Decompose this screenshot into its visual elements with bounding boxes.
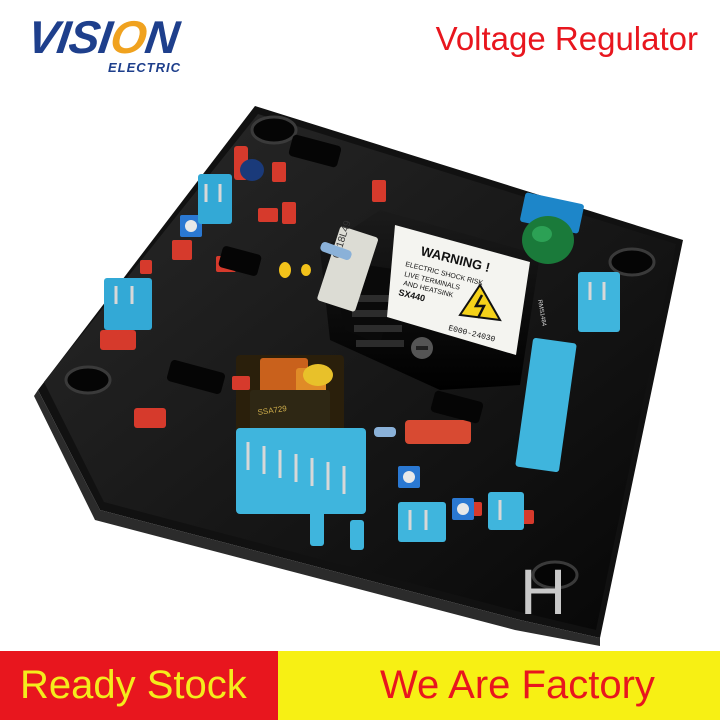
ready-stock-text: Ready Stock (20, 663, 247, 707)
mounting-holes (64, 115, 656, 590)
warning-label: WARNING ! ELECTRIC SHOCK RISK LIVE TERMI… (387, 225, 547, 355)
product-title: Voltage Regulator (435, 20, 698, 57)
transformer: SSA729 (236, 355, 344, 437)
factory-text: We Are Factory (380, 663, 655, 707)
board-base (34, 106, 683, 646)
brand-name-suffix: N (142, 11, 182, 63)
watermark-letter: H (520, 556, 567, 628)
brand-subtitle: ELECTRIC (108, 60, 181, 75)
terminal-blocks (104, 174, 620, 542)
terminal-pins (114, 184, 606, 530)
brand-name-prefix: VISI (24, 11, 115, 63)
brand-logo: VISION ELECTRIC (24, 11, 218, 75)
side-code: RMS1484 (536, 299, 547, 327)
voltage-regulator-board-image: 0018L49 WARNING ! ELECTRIC SHOCK RISK LI… (34, 106, 683, 646)
high-voltage-icon (458, 283, 502, 322)
small-components (279, 241, 396, 550)
varistor (520, 192, 584, 264)
factory-banner: We Are Factory (278, 651, 720, 720)
integrated-circuits (167, 134, 484, 424)
ready-stock-banner: Ready Stock (0, 651, 278, 720)
heatsink-fins (350, 295, 433, 359)
brand-name: VISION (24, 11, 182, 63)
transformer-label: SSA729 (257, 404, 288, 417)
